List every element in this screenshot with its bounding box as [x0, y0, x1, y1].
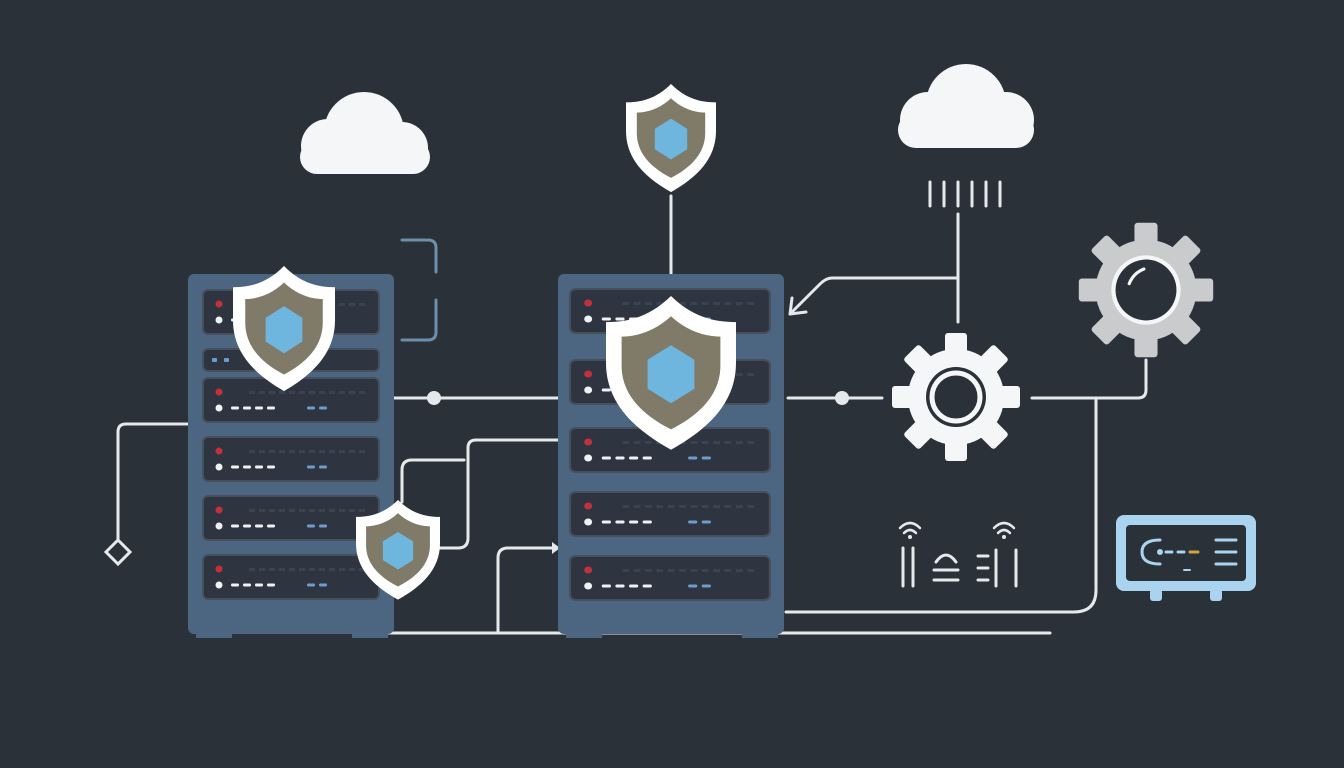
junction-dot	[835, 391, 849, 405]
junction-dot	[427, 391, 441, 405]
wifi-signal-icon	[992, 521, 1016, 541]
bracket-frame	[400, 238, 438, 342]
small-shield-up-line	[400, 458, 466, 504]
left-branch-line	[116, 422, 190, 542]
gear-icon	[892, 333, 1020, 461]
shield-link-line	[422, 438, 560, 550]
arrow-line	[790, 276, 960, 314]
left-server-rack	[188, 274, 394, 638]
cloud-icon	[898, 64, 1034, 148]
cloud-signal-bars	[928, 180, 1002, 208]
right-return-line	[784, 398, 1098, 614]
gear-icon	[1078, 222, 1214, 358]
diamond-node-icon	[103, 537, 133, 567]
network-equipment-icon	[901, 546, 1018, 588]
security-shield-icon	[626, 84, 716, 193]
wifi-signal-icon	[898, 521, 922, 541]
gear-output-line	[1030, 358, 1148, 400]
arrow-head	[788, 296, 808, 316]
monitor-icon	[1116, 515, 1256, 601]
cloud-icon	[300, 92, 430, 174]
bottom-branch-line	[496, 546, 554, 635]
arrow-head-small	[552, 542, 560, 554]
